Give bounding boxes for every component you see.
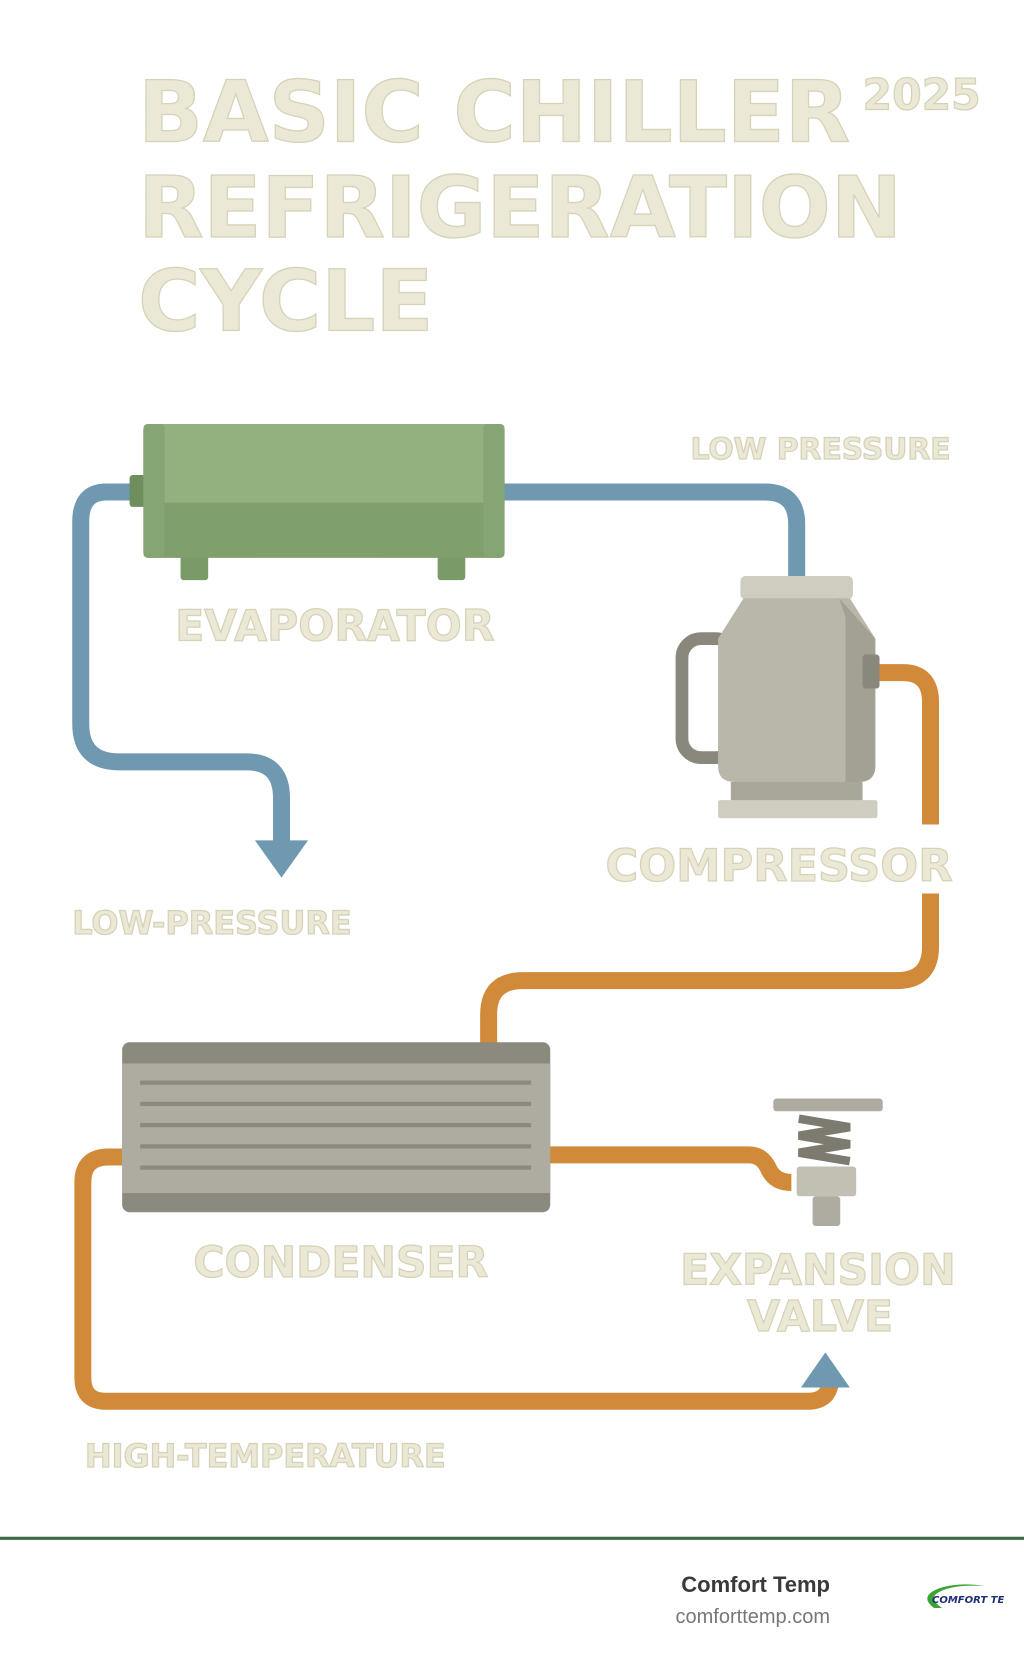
title-line-2: REFRIGERATION: [138, 159, 902, 258]
label-low-pressure-left: LOW-PRESSURE: [72, 904, 351, 942]
label-valve: VALVE: [747, 1293, 893, 1342]
footer-company-name: Comfort Temp: [681, 1572, 830, 1597]
label-low-pressure: LOW PRESSURE: [690, 432, 950, 467]
compressor-icon: [675, 575, 880, 819]
title-year: 2025: [863, 72, 981, 121]
condenser-icon: [122, 1042, 551, 1213]
evaporator-icon: [129, 424, 505, 581]
footer-website-link[interactable]: comforttemp.com: [675, 1606, 830, 1628]
flow-arrow-up-icon: [800, 1352, 850, 1388]
high-pressure-pipe: [74, 664, 940, 1410]
svg-text:COMFORT TEMP: COMFORT TEMP: [932, 1595, 1004, 1606]
label-expansion: EXPANSION: [680, 1246, 955, 1295]
low-pressure-pipe: [72, 483, 806, 846]
title-line-3: CYCLE: [138, 253, 433, 352]
label-high-temperature: HIGH-TEMPERATURE: [85, 1437, 446, 1475]
comfort-temp-logo: COMFORT TEMP: [927, 1584, 1004, 1608]
expansion-valve-icon: [773, 1098, 883, 1227]
flow-arrow-down-icon: [254, 840, 309, 878]
label-compressor: COMPRESSOR: [605, 840, 952, 892]
label-condenser: CONDENSER: [193, 1239, 488, 1288]
label-evaporator: EVAPORATOR: [175, 603, 494, 652]
title-line-1: BASIC CHILLER: [138, 63, 850, 162]
